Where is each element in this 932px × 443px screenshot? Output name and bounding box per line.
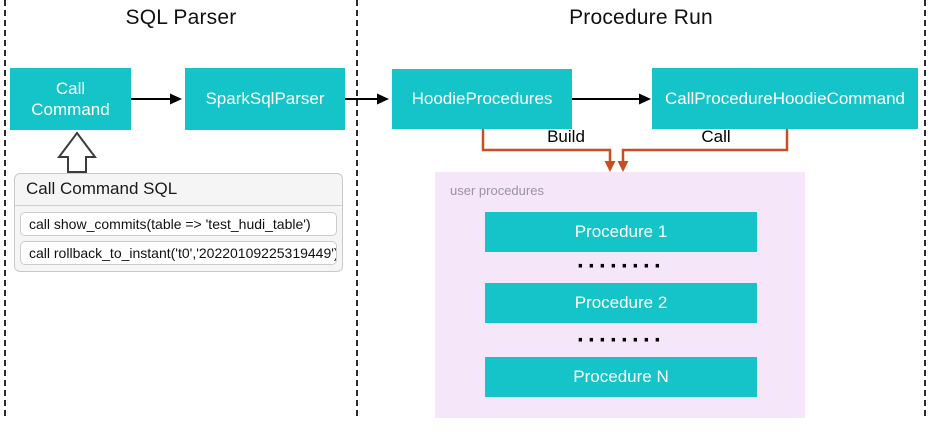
sql-examples-panel: Call Command SQL call show_commits(table… xyxy=(14,173,343,272)
node-procedure-n: Procedure N xyxy=(485,357,757,397)
right-dashed-border xyxy=(924,0,926,416)
user-procedures-label: user procedures xyxy=(450,183,544,198)
ellipsis-separator: ········ xyxy=(577,253,665,280)
left-dashed-border xyxy=(4,0,6,416)
sql-query-row: call show_commits(table => 'test_hudi_ta… xyxy=(20,212,337,236)
hollow-up-arrow-sql-to-callcommand xyxy=(57,131,97,173)
node-call-procedure-hoodie-command: CallProcedureHoodieCommand xyxy=(652,68,918,129)
edge-label-build: Build xyxy=(547,127,585,146)
section-title-procedure-run: Procedure Run xyxy=(569,6,713,29)
sql-panel-rows: call show_commits(table => 'test_hudi_ta… xyxy=(15,206,342,271)
ellipsis-separator: ········ xyxy=(577,327,665,354)
node-procedure-2: Procedure 2 xyxy=(485,283,757,323)
node-hoodie-procedures: HoodieProcedures xyxy=(392,69,572,129)
node-spark-sql-parser: SparkSqlParser xyxy=(185,68,345,130)
node-procedure-1: Procedure 1 xyxy=(485,212,757,252)
sql-panel-title: Call Command SQL xyxy=(15,174,342,206)
user-procedures-panel: user procedures Procedure 1 ········ Pro… xyxy=(435,172,805,418)
middle-dashed-border xyxy=(356,0,358,416)
sql-query-row: call rollback_to_instant('t0','202201092… xyxy=(20,241,337,265)
edge-label-call: Call xyxy=(701,127,731,146)
section-title-sql-parser: SQL Parser xyxy=(125,6,237,29)
node-call-command: Call Command xyxy=(10,68,131,130)
